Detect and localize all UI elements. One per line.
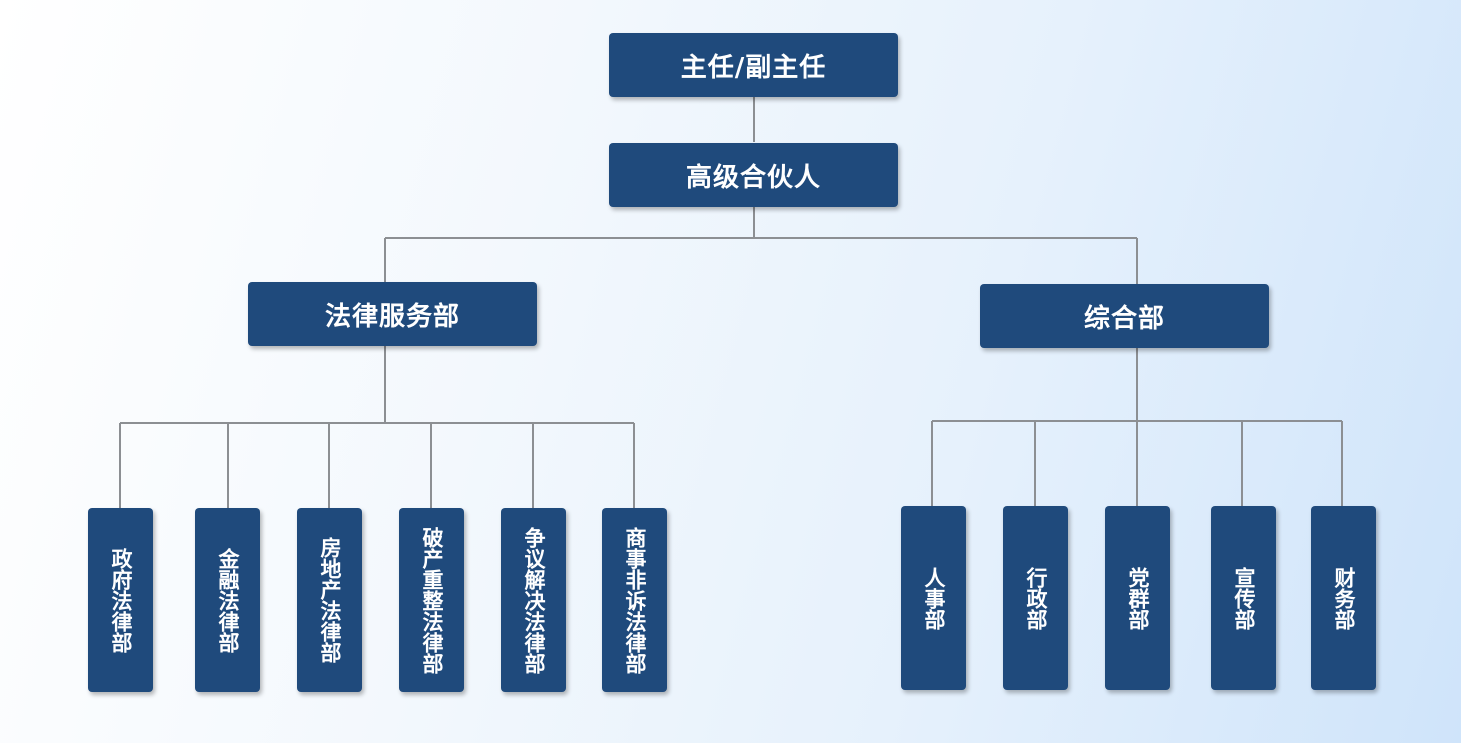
node-dispute-resolution-law-dept: 争议解决法律部 <box>501 508 566 692</box>
node-bankruptcy-law-dept: 破产重整法律部 <box>399 508 464 692</box>
node-government-law-dept: 政府法律部 <box>88 508 153 692</box>
node-party-affairs-dept: 党群部 <box>1105 506 1170 690</box>
node-hr-dept: 人事部 <box>901 506 966 690</box>
node-general-dept: 综合部 <box>980 284 1269 348</box>
node-publicity-dept: 宣传部 <box>1211 506 1276 690</box>
node-commercial-nonlitigation-law-dept: 商事非诉法律部 <box>602 508 667 692</box>
node-legal-services-dept: 法律服务部 <box>248 282 537 346</box>
node-director: 主任/副主任 <box>609 33 898 97</box>
node-real-estate-law-dept: 房地产法律部 <box>297 508 362 692</box>
node-senior-partner: 高级合伙人 <box>609 143 898 207</box>
node-admin-dept: 行政部 <box>1003 506 1068 690</box>
node-finance-dept: 财务部 <box>1311 506 1376 690</box>
node-finance-law-dept: 金融法律部 <box>195 508 260 692</box>
